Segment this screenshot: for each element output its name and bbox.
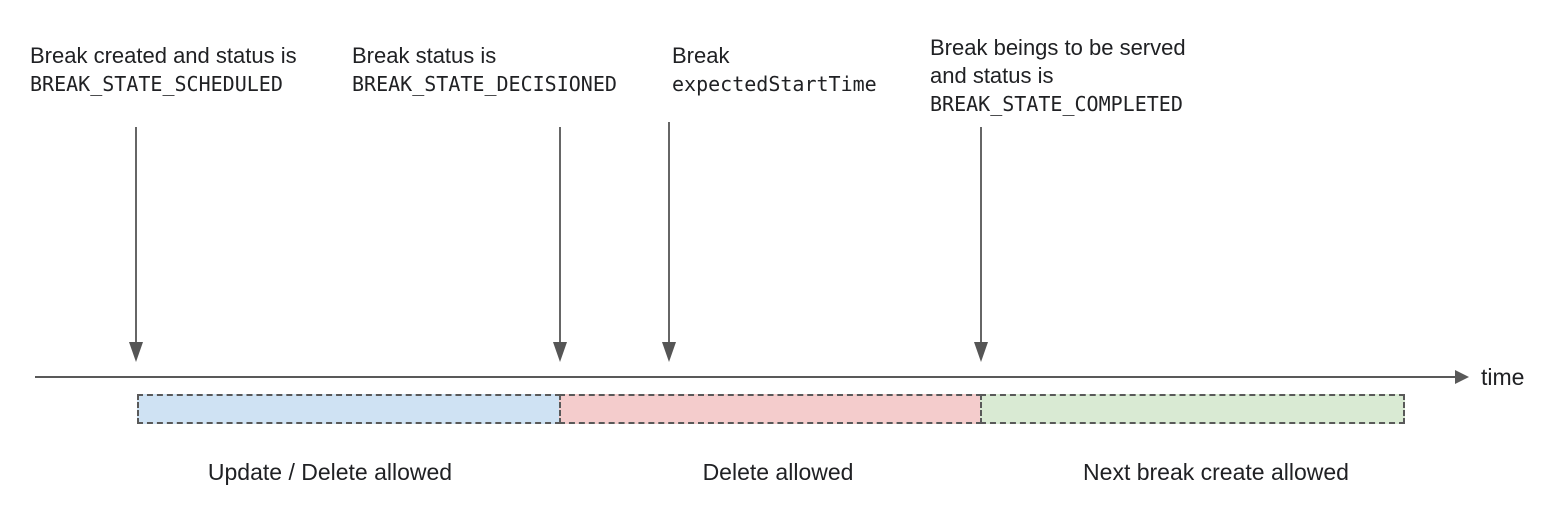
down-arrow-icon [974, 127, 988, 362]
annotation-code-text: BREAK_STATE_SCHEDULED [30, 72, 283, 96]
segment-label-delete: Delete allowed [702, 459, 854, 485]
arrow-head [974, 342, 988, 362]
annotation-break-decisioned: Break status is BREAK_STATE_DECISIONED [352, 42, 617, 98]
segment-label-next-break: Next break create allowed [1083, 459, 1349, 485]
annotation-expected-start-time: Break expectedStartTime [672, 42, 877, 98]
annotation-text: Break [672, 43, 730, 68]
arrow-stem [559, 127, 561, 343]
annotation-break-scheduled: Break created and status is BREAK_STATE_… [30, 42, 297, 98]
segment-next-break-create-allowed [980, 394, 1405, 424]
annotation-text: Break created and status is [30, 43, 297, 68]
down-arrow-icon [129, 127, 143, 362]
arrow-stem [980, 127, 982, 343]
annotation-code-text: BREAK_STATE_DECISIONED [352, 72, 617, 96]
down-arrow-icon [662, 122, 676, 362]
time-axis-line [35, 376, 1456, 378]
annotation-code-text: expectedStartTime [672, 72, 877, 96]
time-axis-arrow-icon [1455, 370, 1469, 384]
annotation-code-text: BREAK_STATE_COMPLETED [930, 92, 1183, 116]
annotation-break-completed: Break beings to be served and status is … [930, 34, 1186, 118]
arrow-stem [135, 127, 137, 343]
annotation-text: and status is [930, 63, 1054, 88]
segment-update-delete-allowed [137, 394, 561, 424]
annotation-text: Break status is [352, 43, 497, 68]
segment-delete-allowed [559, 394, 982, 424]
arrow-head [662, 342, 676, 362]
annotation-text: Break beings to be served [930, 35, 1186, 60]
down-arrow-icon [553, 127, 567, 362]
arrow-head [129, 342, 143, 362]
arrow-head [553, 342, 567, 362]
segment-label-update-delete: Update / Delete allowed [207, 459, 453, 485]
arrow-stem [668, 122, 670, 343]
time-axis-label: time [1481, 364, 1525, 390]
